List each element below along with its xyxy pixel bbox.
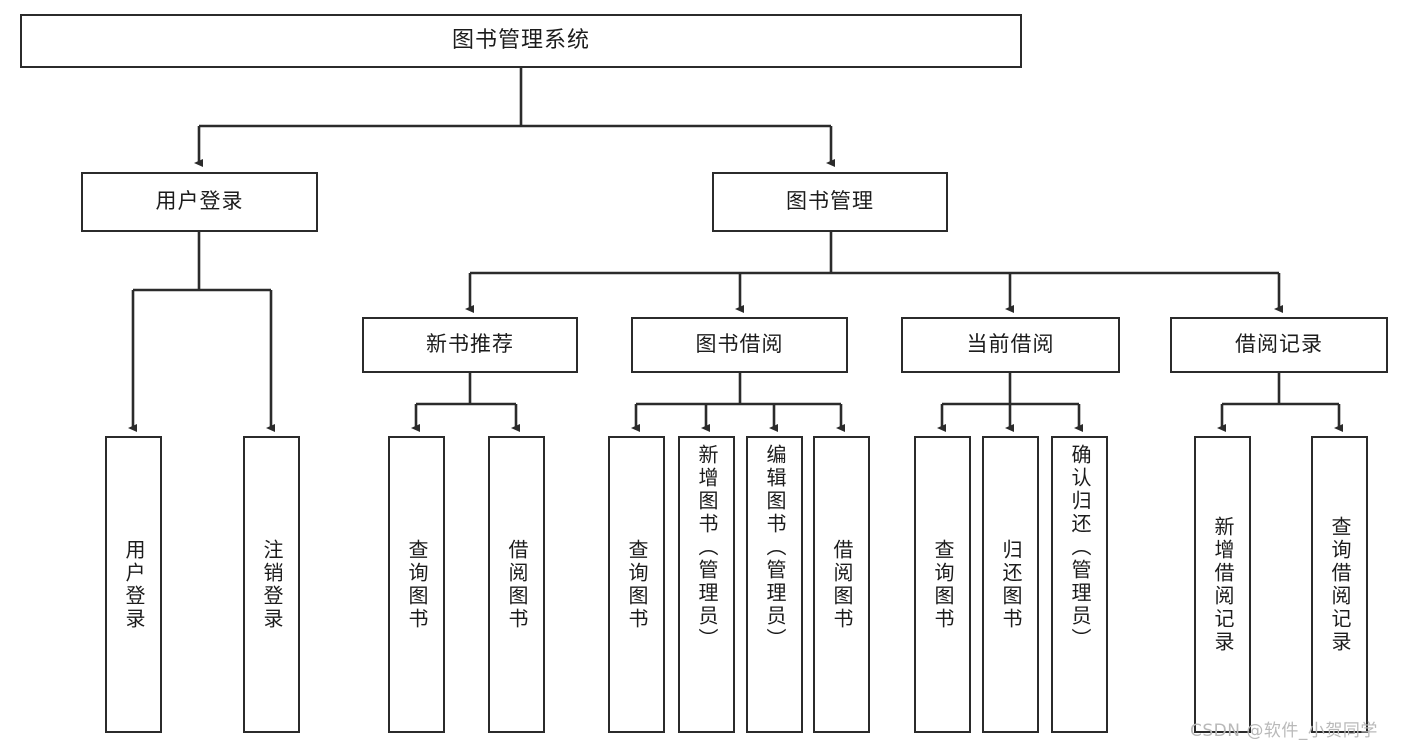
leaf-node-add-borrow-record[interactable]: 新增借阅记录: [1194, 436, 1251, 733]
leaf-node-query-book-current[interactable]: 查询图书: [914, 436, 971, 733]
leaf-label: 新增图书（管理员）: [695, 444, 719, 651]
leaf-label: 用户登录: [122, 538, 146, 631]
node-user-login[interactable]: 用户登录: [81, 172, 318, 232]
leaf-label: 查询图书: [931, 538, 955, 631]
node-new-book-rec[interactable]: 新书推荐: [362, 317, 578, 373]
leaf-label: 注销登录: [260, 538, 284, 631]
csdn-watermark: CSDN @软件_小贺同学: [1190, 721, 1378, 741]
leaf-node-edit-book-admin[interactable]: 编辑图书（管理员）: [746, 436, 803, 733]
node-borrow-record[interactable]: 借阅记录: [1170, 317, 1388, 373]
node-current-borrow[interactable]: 当前借阅: [901, 317, 1120, 373]
leaf-node-query-borrow-record[interactable]: 查询借阅记录: [1311, 436, 1368, 733]
node-book-borrow-label: 图书借阅: [695, 332, 784, 357]
leaf-label: 查询借阅记录: [1328, 515, 1352, 654]
node-user-login-label: 用户登录: [155, 189, 244, 214]
node-book-manage[interactable]: 图书管理: [712, 172, 948, 232]
leaf-label: 确认归还（管理员）: [1068, 444, 1092, 651]
leaf-label: 借阅图书: [505, 538, 529, 631]
leaf-node-logout[interactable]: 注销登录: [243, 436, 300, 733]
leaf-node-confirm-return-admin[interactable]: 确认归还（管理员）: [1051, 436, 1108, 733]
node-book-borrow[interactable]: 图书借阅: [631, 317, 848, 373]
leaf-label: 编辑图书（管理员）: [763, 444, 787, 651]
leaf-node-query-book-rec[interactable]: 查询图书: [388, 436, 445, 733]
leaf-label: 归还图书: [999, 538, 1023, 631]
leaf-label: 借阅图书: [830, 538, 854, 631]
leaf-node-borrow-book[interactable]: 借阅图书: [813, 436, 870, 733]
leaf-label: 查询图书: [405, 538, 429, 631]
leaf-node-user-login[interactable]: 用户登录: [105, 436, 162, 733]
leaf-node-return-book[interactable]: 归还图书: [982, 436, 1039, 733]
leaf-label: 查询图书: [625, 538, 649, 631]
leaf-node-borrow-book-rec[interactable]: 借阅图书: [488, 436, 545, 733]
node-root-label: 图书管理系统: [451, 27, 590, 53]
leaf-label: 新增借阅记录: [1211, 515, 1235, 654]
node-book-manage-label: 图书管理: [786, 189, 874, 214]
node-root[interactable]: 图书管理系统: [20, 14, 1022, 68]
leaf-node-add-book-admin[interactable]: 新增图书（管理员）: [678, 436, 735, 733]
node-borrow-record-label: 借阅记录: [1235, 332, 1323, 357]
node-current-borrow-label: 当前借阅: [966, 332, 1055, 357]
node-new-book-rec-label: 新书推荐: [426, 332, 514, 357]
leaf-node-query-book[interactable]: 查询图书: [608, 436, 665, 733]
